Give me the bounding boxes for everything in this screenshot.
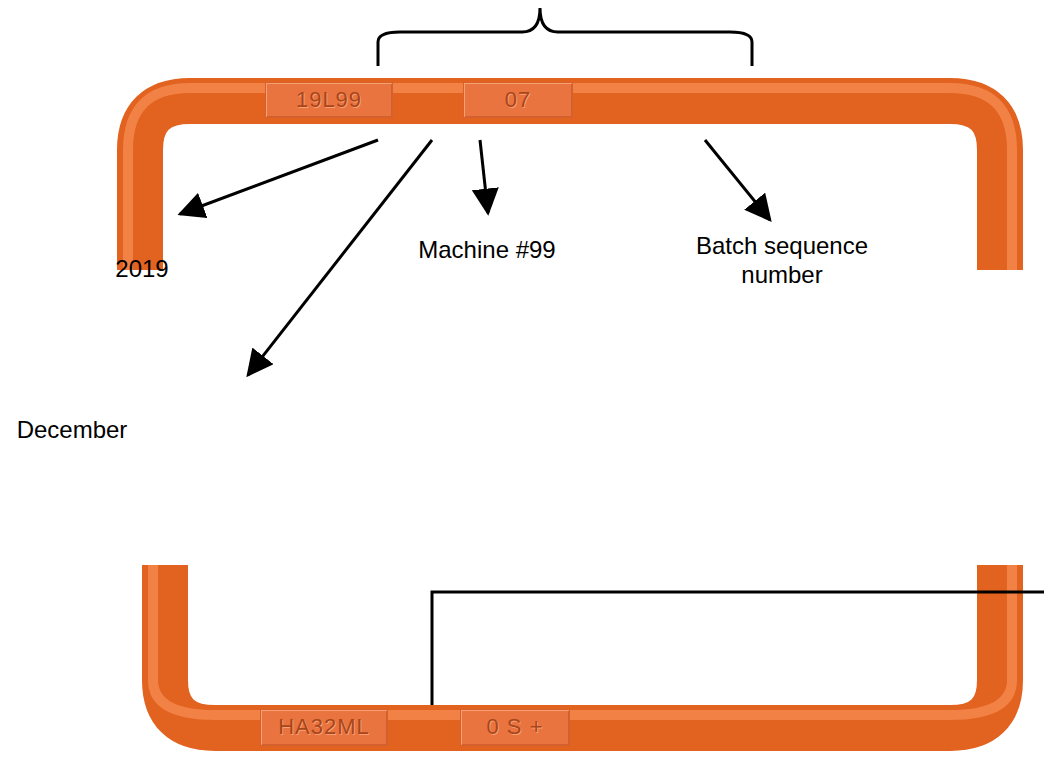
embossed-plate: 0 S + [460,709,570,746]
leader-arrow [248,140,432,375]
bar-cut [100,270,1044,300]
callout-label: December [17,416,128,445]
leader-line [432,592,1044,705]
leader-arrow [480,140,488,213]
leader-arrow [180,140,378,214]
embossed-code: HA32ML [278,714,370,740]
bar-highlight [153,560,1012,715]
leader-arrow [705,140,770,220]
callout-label: 2019 [115,255,168,284]
embossed-plate: 07 [463,82,573,118]
embossed-code: 07 [505,87,531,113]
callout-label: Batch sequence number [695,232,870,290]
embossed-code: 0 S + [487,714,544,740]
bar-body [165,560,1000,728]
embossed-code: 19L99 [296,87,362,113]
embossed-plate: HA32ML [260,709,388,746]
bracket [378,8,752,66]
bar-cut [100,540,1044,565]
bar-highlight [128,88,1012,290]
bar-body [140,101,1000,290]
embossed-plate: 19L99 [265,82,393,118]
callout-label: Machine #99 [418,236,555,265]
